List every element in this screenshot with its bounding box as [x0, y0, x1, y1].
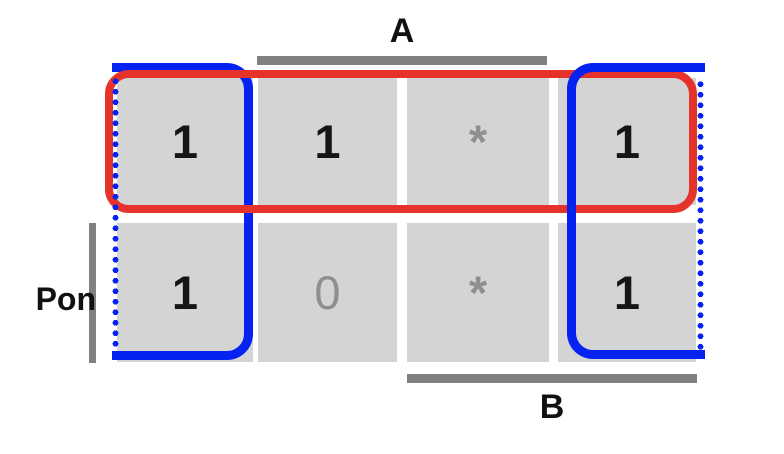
cell-value: 1: [171, 115, 199, 168]
kmap-cell: 0: [258, 223, 397, 362]
red-group-outline: [105, 70, 697, 213]
cell-value: 0: [314, 266, 341, 319]
variable-label-pon: Pon: [35, 281, 96, 317]
kmap-cell: 1: [258, 78, 397, 205]
cell-value: 1: [171, 266, 199, 319]
kmap-cell: 1: [117, 223, 253, 362]
cell-value: 1: [613, 115, 641, 168]
blue-group-right-outline: [567, 63, 705, 359]
kmap-cell: *: [407, 78, 549, 205]
a-coverage-bar: [257, 56, 547, 65]
variable-label-b: B: [539, 388, 565, 426]
kmap-cell: *: [407, 223, 549, 362]
blue-group-wrap-dots-left: [112, 76, 119, 360]
cell-value: *: [468, 115, 488, 168]
cell-value: 1: [613, 266, 641, 319]
cell-value: *: [468, 266, 488, 319]
cell-value: 1: [314, 115, 341, 168]
blue-group-wrap-dots-right: [697, 79, 704, 359]
pon-coverage-bar: [89, 223, 96, 363]
b-coverage-bar: [407, 374, 697, 383]
kmap-cell: 1: [558, 78, 696, 205]
variable-label-a: A: [389, 12, 415, 50]
kmap-cell: 1: [117, 78, 253, 205]
